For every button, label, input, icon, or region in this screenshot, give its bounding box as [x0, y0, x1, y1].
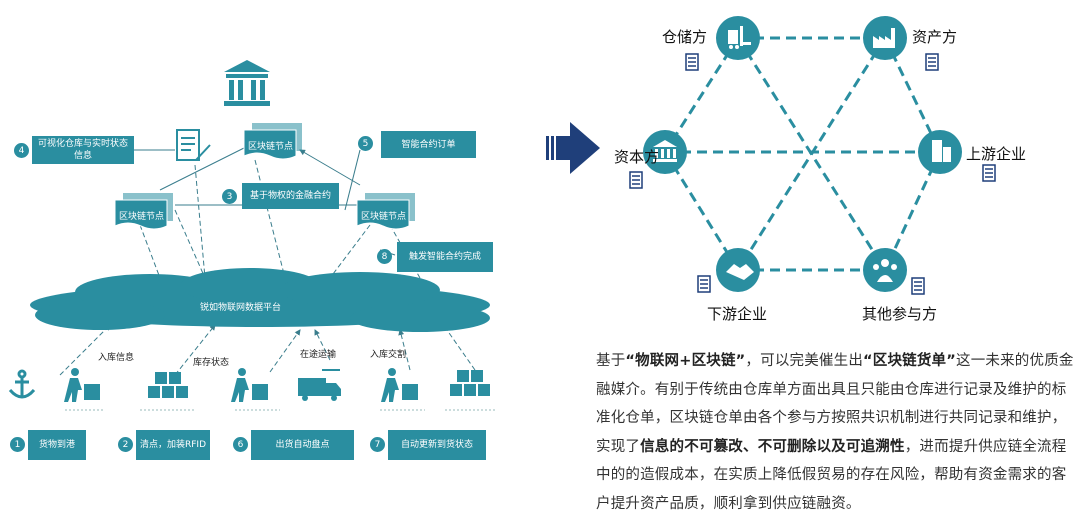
step-5-number: 5	[358, 136, 373, 151]
step-1-box: 货物到港	[28, 430, 86, 460]
upstream-node	[918, 130, 962, 174]
flow-in-transit: 在途运输	[300, 350, 337, 360]
label-others: 其他参与方	[862, 305, 938, 323]
doc-icon-downstream	[697, 275, 711, 293]
step-8-box: 触发智能合约完成	[397, 242, 493, 272]
boxes-icon-2	[450, 370, 490, 396]
label-capital: 资本方	[614, 148, 660, 166]
label-asset: 资产方	[912, 28, 958, 46]
step-7-number: 7	[370, 437, 385, 452]
contract-doc-icon	[176, 129, 211, 161]
worker-box-icon-2	[231, 368, 268, 402]
step-5-box: 智能合约订单	[381, 131, 476, 158]
para-p2: ，可以完美催生出	[745, 353, 864, 369]
step-2-number: 2	[118, 437, 133, 452]
bank-icon	[224, 60, 270, 106]
flow-inbound-info: 入库信息	[98, 353, 135, 363]
cloud-platform	[30, 268, 490, 332]
flow-inbound-delivery: 入库交割	[370, 350, 407, 360]
factory-icon	[873, 28, 895, 48]
node-top-label: 区块链节点	[248, 142, 294, 152]
step-8-number: 8	[377, 249, 392, 264]
asset-node	[863, 16, 907, 60]
node-left-label: 区块链节点	[119, 212, 165, 222]
downstream-node	[716, 248, 760, 292]
doc-icon-upstream	[982, 164, 996, 182]
label-upstream: 上游企业	[966, 145, 1027, 163]
step-4-number: 4	[14, 143, 29, 158]
step-2-box: 清点，加装RFID	[136, 430, 210, 460]
description-paragraph: 基于“物联网+区块链”，可以完美催生出“区块链货单”这一未来的优质金融媒介。有别…	[596, 347, 1076, 518]
building-icon	[932, 140, 951, 162]
group-icon	[873, 259, 897, 282]
boxes-icon-1	[148, 372, 188, 398]
step-6-box: 出货自动盘点	[251, 430, 354, 460]
truck-icon	[298, 369, 341, 401]
node-right-shape	[356, 193, 415, 230]
step-7-box: 自动更新到货状态	[388, 430, 486, 460]
label-downstream: 下游企业	[707, 305, 768, 323]
step-3-number: 3	[222, 189, 237, 204]
para-b1: “物联网+区块链”	[625, 353, 746, 369]
doc-icon-warehouse	[685, 53, 699, 71]
para-p4: ，进而提升供应链全流程中的的造假成本，在实质上降低假贸易的存在风险，帮助有资金需…	[596, 438, 1067, 512]
doc-icon-capital	[629, 171, 643, 189]
handshake-icon	[726, 264, 754, 280]
worker-box-icon-3	[381, 368, 418, 402]
para-p3: 这一未来的优质金融媒介。有别于传统由仓库单方面出具且只能由仓库进行记录及维护的标…	[596, 353, 1074, 455]
warehouse-node	[716, 16, 760, 60]
doc-icon-asset	[925, 53, 939, 71]
step-3-box: 基于物权的金融合约	[242, 183, 339, 209]
step-4-box: 可视化仓库与实时状态信息	[32, 136, 134, 164]
node-right-label: 区块链节点	[361, 212, 407, 222]
node-left-shape	[114, 193, 173, 230]
para-p1: 基于	[596, 353, 626, 369]
step-6-number: 6	[233, 437, 248, 452]
para-b3: 信息的不可篡改、不可删除以及可追溯性	[640, 438, 905, 455]
forklift-icon	[728, 26, 751, 49]
platform-label: 锐如物联网数据平台	[200, 303, 282, 313]
flow-stock-status: 库存状态	[193, 358, 230, 368]
worker-box-icon-1	[64, 368, 100, 402]
node-top-shape	[243, 123, 302, 160]
step-1-number: 1	[10, 437, 25, 452]
anchor-icon	[8, 369, 36, 399]
left-diagram-lines	[8, 60, 495, 411]
label-warehouse: 仓储方	[662, 28, 708, 46]
para-b2: “区块链货单”	[863, 353, 956, 369]
doc-icon-others	[911, 277, 925, 295]
others-node	[863, 248, 907, 292]
